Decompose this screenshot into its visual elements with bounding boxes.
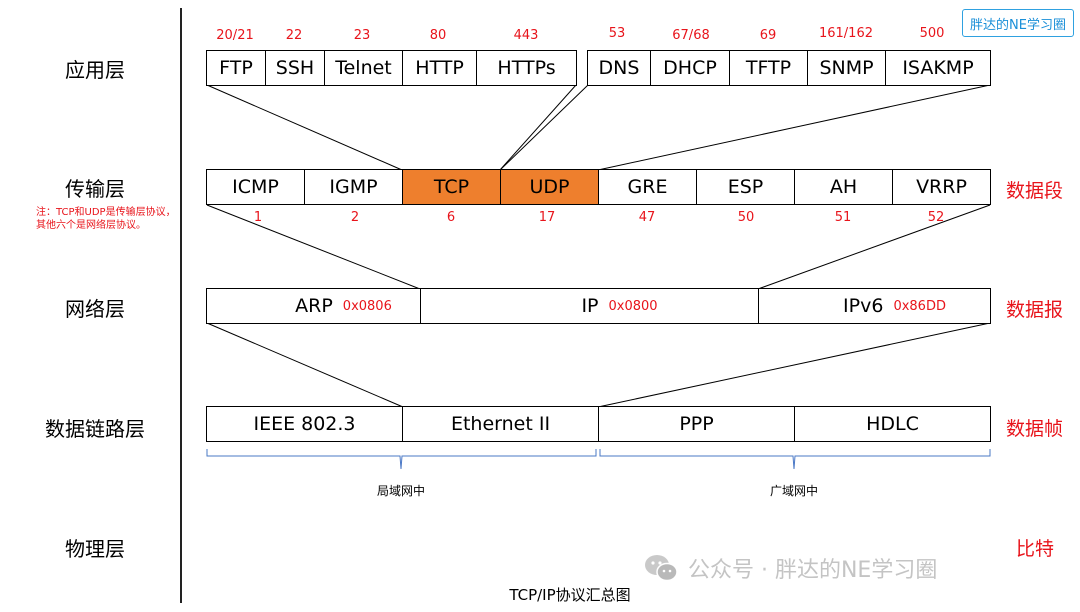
ethertype-ipv6: 0x86DD xyxy=(893,298,946,314)
layer-divider-line xyxy=(180,8,182,603)
brace-label-wan: 广域网中 xyxy=(769,484,818,498)
port-number: 22 xyxy=(285,28,303,43)
port-number: 53 xyxy=(608,26,626,41)
protocol-tftp: TFTP xyxy=(730,51,808,85)
protocol-number: 47 xyxy=(638,210,656,225)
port-number: 161/162 xyxy=(818,26,873,41)
protocol-ipv6-name: IPv6 xyxy=(843,295,884,317)
app-udp-protocol-row: DNS DHCP TFTP SNMP ISAKMP xyxy=(587,50,991,86)
pdu-label-datagram: 数据报 xyxy=(1006,299,1064,321)
protocol-number: 6 xyxy=(446,210,456,225)
datalink-protocol-row: IEEE 802.3 Ethernet II PPP HDLC xyxy=(206,406,991,442)
layer-label-network: 网络层 xyxy=(65,297,125,321)
protocol-isakmp: ISAKMP xyxy=(902,57,974,79)
watermark-text: 公众号 · 胖达的NE学习圈 xyxy=(688,558,938,583)
protocol-arp: ARP 0x0806 xyxy=(207,289,421,323)
protocol-number: 51 xyxy=(834,210,852,225)
protocol-ethernet-ii: Ethernet II xyxy=(403,407,599,441)
protocol-number: 52 xyxy=(927,210,945,225)
layer-label-datalink: 数据链路层 xyxy=(45,417,145,441)
protocol-snmp: SNMP xyxy=(808,51,886,85)
protocol-number: 2 xyxy=(350,210,360,225)
watermark: 公众号 · 胖达的NE学习圈 xyxy=(644,552,937,584)
layer-label-physical: 物理层 xyxy=(65,537,125,561)
protocol-vrrp: VRRP xyxy=(916,176,967,198)
protocol-number: 50 xyxy=(737,210,755,225)
protocol-dhcp: DHCP xyxy=(651,51,730,85)
protocol-ppp: PPP xyxy=(599,407,795,441)
pdu-label-bit: 比特 xyxy=(1016,538,1055,560)
port-number: 20/21 xyxy=(216,28,254,43)
protocol-icmp: ICMP xyxy=(207,170,305,204)
layer-label-application: 应用层 xyxy=(65,58,125,82)
ethertype-arp: 0x0806 xyxy=(342,298,392,314)
protocol-udp: UDP xyxy=(501,170,599,204)
protocol-ssh: SSH xyxy=(266,51,325,85)
protocol-ip-name: IP xyxy=(581,295,599,317)
port-number: 443 xyxy=(513,28,539,43)
protocol-tcp: TCP xyxy=(403,170,501,204)
protocol-ieee8023: IEEE 802.3 xyxy=(207,407,403,441)
port-number: 500 xyxy=(919,26,945,41)
network-protocol-row: ARP 0x0806 IP 0x0800 IPv6 0x86DD xyxy=(206,288,991,324)
transport-note: 注：TCP和UDP是传输层协议，其他六个是网络层协议。 xyxy=(36,207,176,231)
layer-label-transport: 传输层 xyxy=(65,177,125,201)
protocol-ftp: FTP xyxy=(207,51,266,85)
port-number: 80 xyxy=(429,28,447,43)
brand-badge: 胖达的NE学习圈 xyxy=(962,9,1074,37)
port-number: 69 xyxy=(759,28,777,43)
pdu-label-segment: 数据段 xyxy=(1006,180,1064,202)
protocol-number: 17 xyxy=(538,210,556,225)
protocol-dns: DNS xyxy=(588,51,651,85)
wechat-icon xyxy=(645,555,678,582)
protocol-ip: IP 0x0800 xyxy=(421,289,759,323)
diagram-caption: TCP/IP协议汇总图 xyxy=(509,586,631,604)
protocol-gre: GRE xyxy=(599,170,697,204)
port-number: 23 xyxy=(353,28,371,43)
brace-label-lan: 局域网中 xyxy=(376,484,425,498)
ethertype-ip: 0x0800 xyxy=(608,298,658,314)
protocol-ah: AH xyxy=(795,170,893,204)
protocol-https: HTTPs xyxy=(497,57,556,79)
protocol-number: 1 xyxy=(253,210,263,225)
pdu-label-frame: 数据帧 xyxy=(1006,418,1064,440)
protocol-hdlc: HDLC xyxy=(866,413,919,435)
port-number: 67/68 xyxy=(672,28,710,43)
protocol-ipv6: IPv6 0x86DD xyxy=(759,289,990,323)
protocol-igmp: IGMP xyxy=(305,170,403,204)
app-tcp-protocol-row: FTP SSH Telnet HTTP HTTPs xyxy=(206,50,577,86)
protocol-telnet: Telnet xyxy=(325,51,403,85)
protocol-esp: ESP xyxy=(697,170,795,204)
protocol-http: HTTP xyxy=(403,51,477,85)
protocol-arp-name: ARP xyxy=(295,295,333,317)
transport-protocol-row: ICMP IGMP TCP UDP GRE ESP AH VRRP xyxy=(206,169,991,205)
